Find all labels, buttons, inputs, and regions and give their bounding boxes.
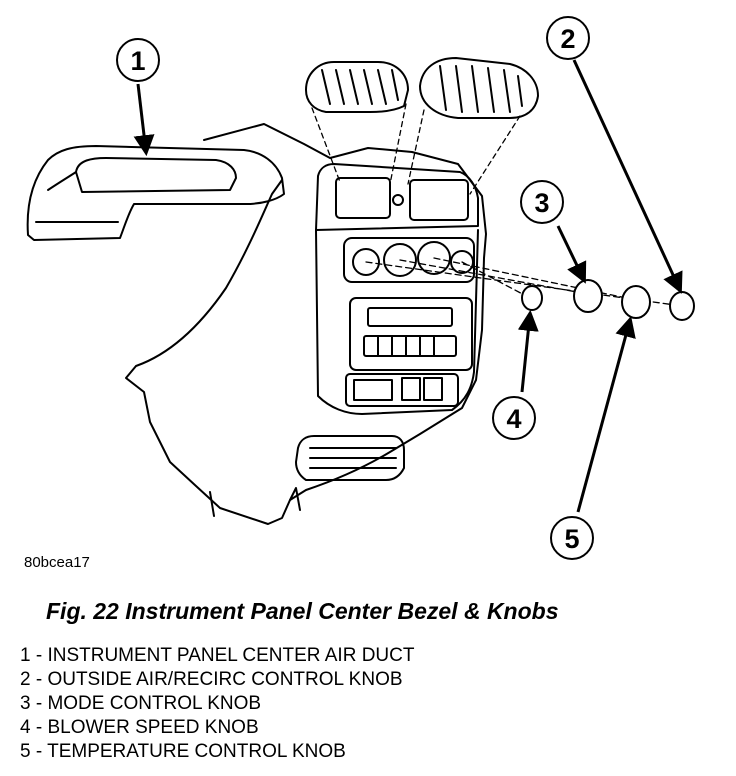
- callout-1-leader: [133, 83, 155, 157]
- legend-list: 1 - INSTRUMENT PANEL CENTER AIR DUCT 2 -…: [20, 644, 414, 764]
- callout-5-circle: [550, 516, 594, 560]
- callout-4-number: 4: [506, 404, 521, 434]
- callout-3-circle: [520, 180, 564, 224]
- bezel-vent-openings: [335, 177, 469, 221]
- figure-caption: Fig. 22 Instrument Panel Center Bezel & …: [46, 598, 559, 624]
- blower-speed-knob: [521, 285, 543, 311]
- callout-1-circle: [116, 38, 160, 82]
- lower-vent: [295, 435, 405, 481]
- callout-3-leader: [556, 225, 587, 284]
- temperature-control-knob: [621, 285, 651, 319]
- callout-1-number: 1: [130, 46, 145, 76]
- callout-2-leader: [572, 59, 683, 294]
- climate-control-panel: [343, 237, 475, 283]
- callout-4-circle: [492, 396, 536, 440]
- air-duct: [26, 145, 285, 241]
- legend-item: 3 - MODE CONTROL KNOB: [20, 693, 262, 714]
- vent-guide-lines: [311, 103, 521, 195]
- figure-code: 80bcea17: [24, 554, 90, 571]
- switch-panel: [345, 373, 459, 407]
- air-vent-right: [419, 57, 539, 119]
- callout-5-number: 5: [564, 524, 579, 554]
- legend-item: 4 - BLOWER SPEED KNOB: [20, 717, 259, 738]
- legend-item: 1 - INSTRUMENT PANEL CENTER AIR DUCT: [20, 645, 415, 666]
- outside-air-recirc-knob: [669, 291, 695, 321]
- callout-5-leader: [576, 315, 636, 513]
- callout-2-circle: [546, 16, 590, 60]
- callout-3-number: 3: [534, 188, 549, 218]
- radio-unit: [349, 297, 473, 371]
- callout-2-number: 2: [560, 24, 575, 54]
- knob-guide-lines: [365, 257, 683, 307]
- legend-item: 2 - OUTSIDE AIR/RECIRC CONTROL KNOB: [20, 669, 403, 690]
- callout-4-leader: [517, 309, 539, 393]
- bezel-illustration: 1 2 3 4 5: [26, 16, 695, 560]
- legend-item: 5 - TEMPERATURE CONTROL KNOB: [20, 741, 346, 762]
- air-vent-left: [305, 61, 409, 113]
- bezel-outline: [125, 123, 487, 525]
- mode-control-knob: [573, 279, 603, 313]
